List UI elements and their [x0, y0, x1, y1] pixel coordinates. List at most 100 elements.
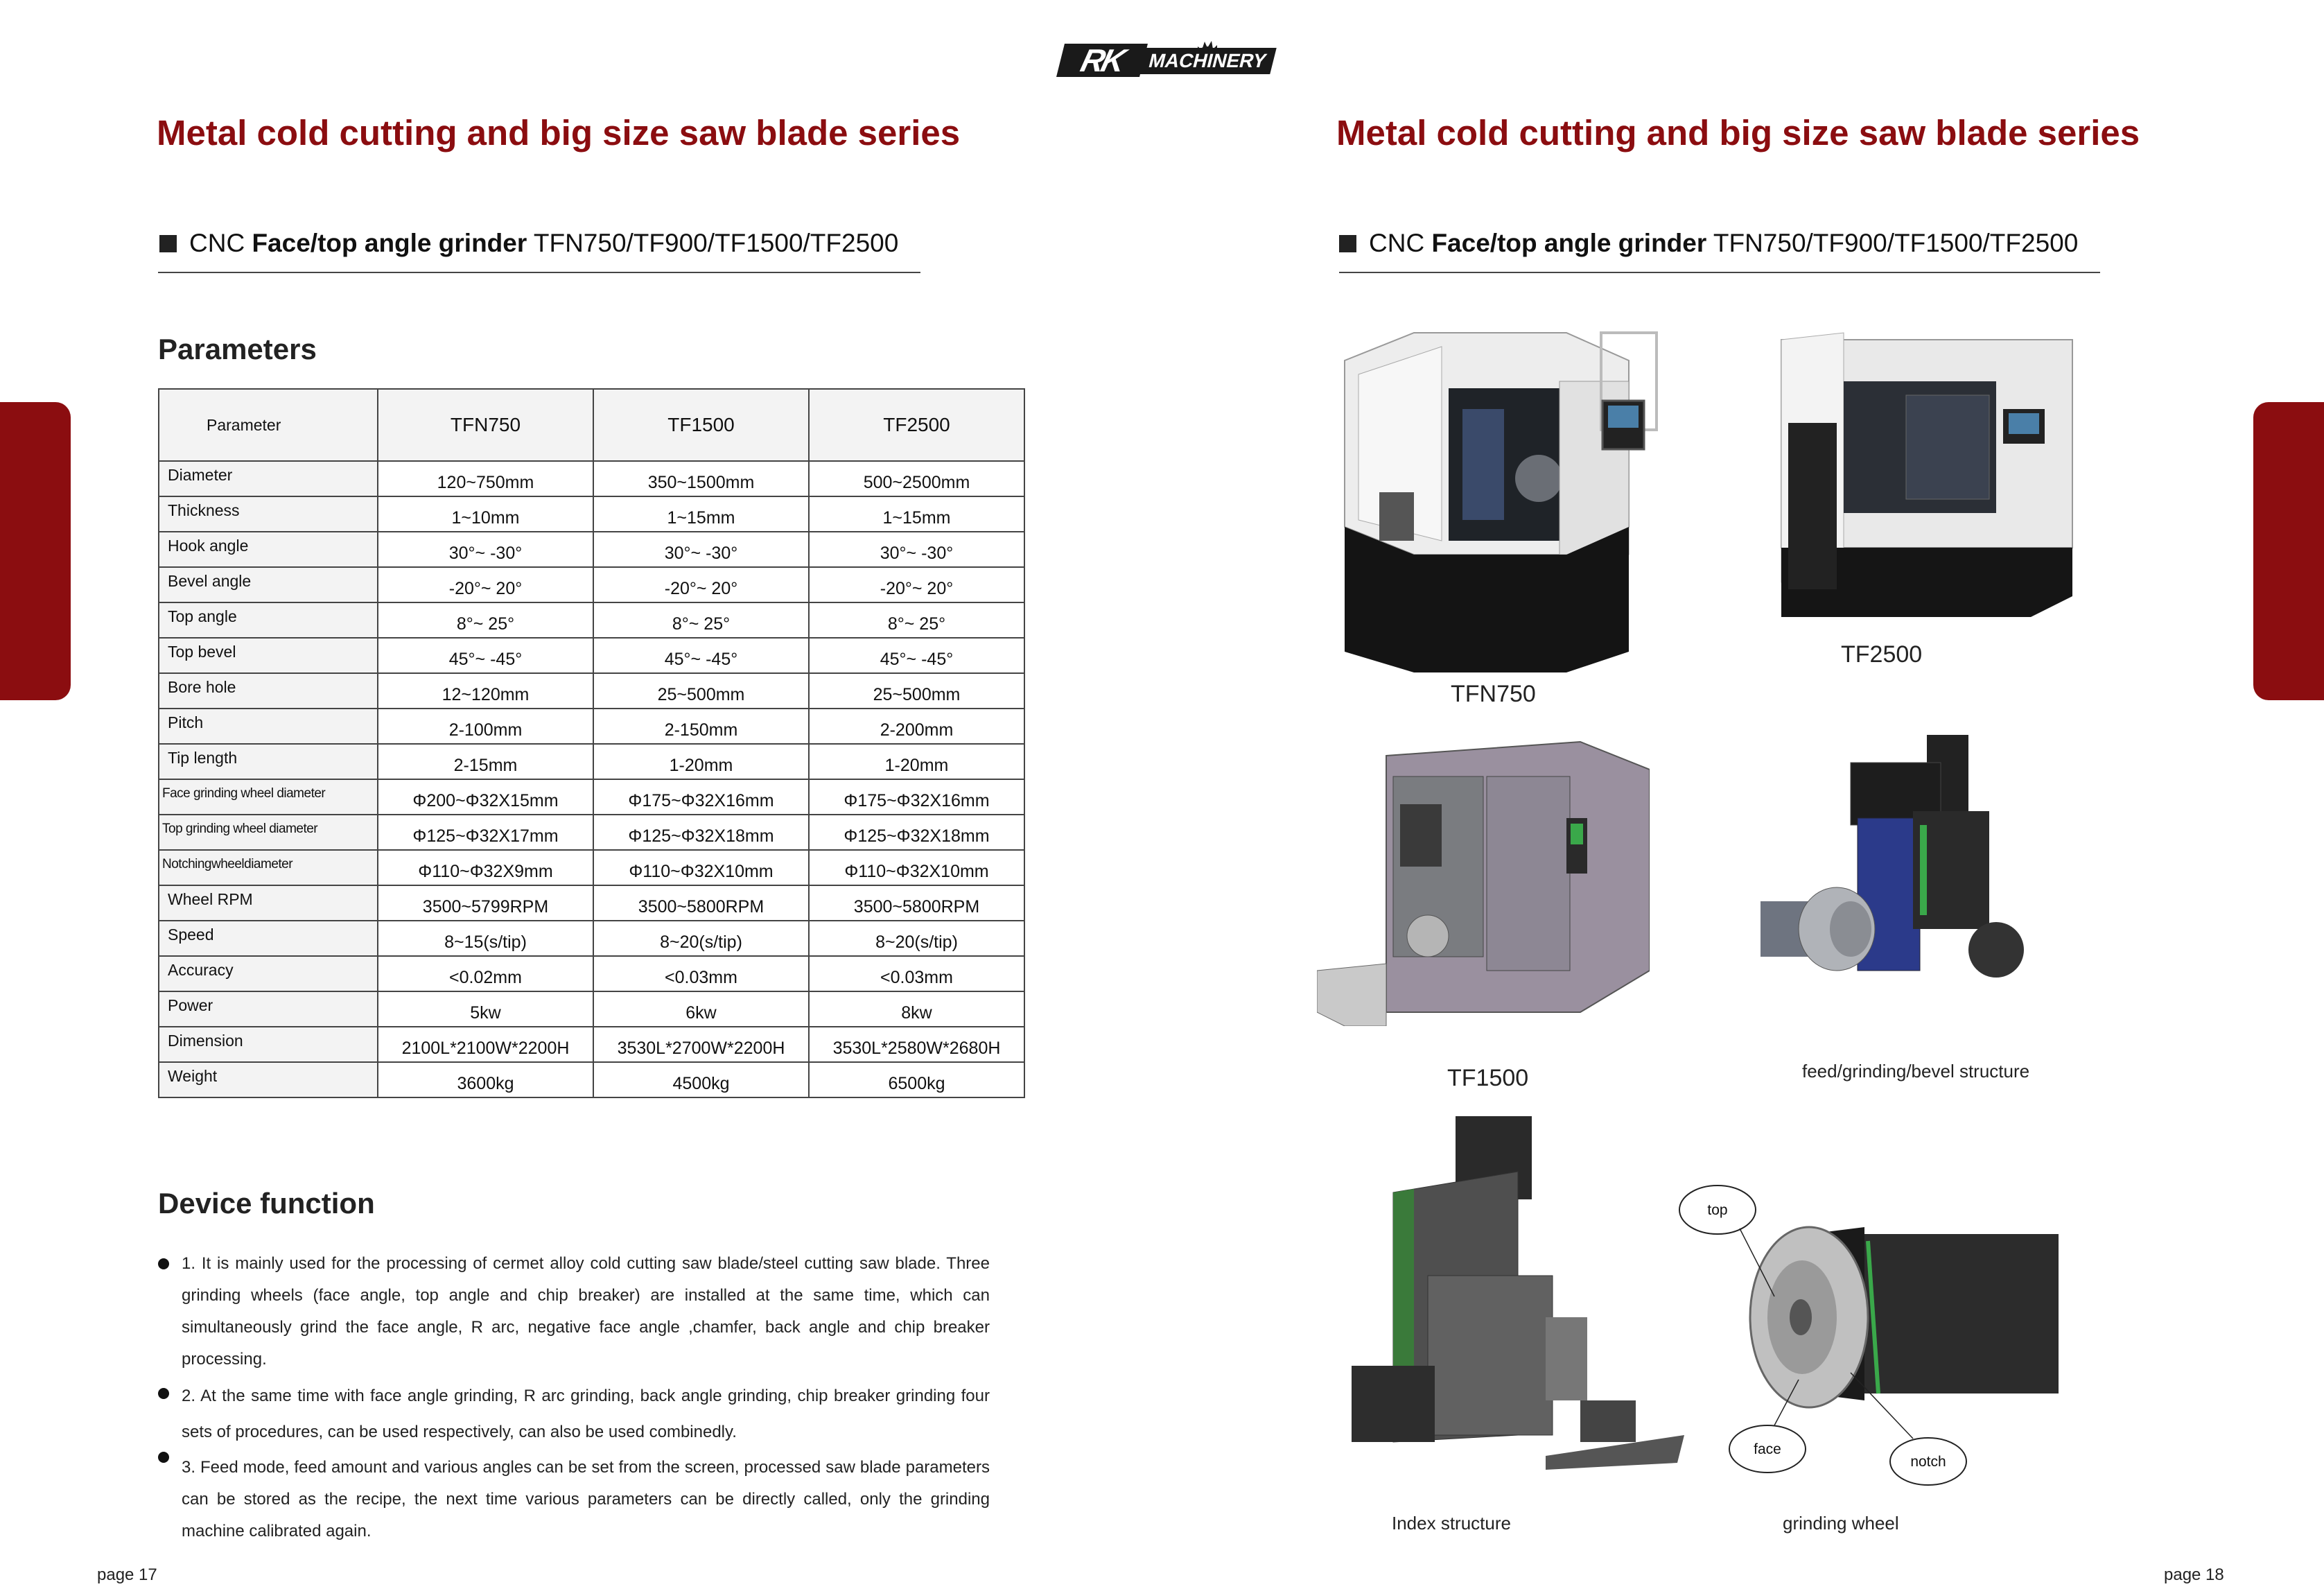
right-subheading-rule — [1339, 272, 2100, 273]
parameter-value-cell: Φ200~Φ32X15mm — [377, 779, 594, 815]
parameter-value-cell: 3530L*2580W*2680H — [808, 1026, 1025, 1063]
parameter-value-cell: 3530L*2700W*2200H — [593, 1026, 810, 1063]
parameter-name-cell: Notchingwheeldiameter — [158, 849, 378, 886]
parameter-value-cell: 3600kg — [377, 1061, 594, 1098]
tf1500-model-image — [1317, 740, 1650, 1026]
parameter-value-cell: 1~15mm — [808, 496, 1025, 532]
callout-notch: notch — [1910, 1454, 1946, 1470]
parameter-name-cell: Tip length — [158, 743, 378, 780]
parameter-value-cell: 8~20(s/tip) — [593, 920, 810, 957]
parameter-name-cell: Hook angle — [158, 531, 378, 568]
table-header-cell: TF2500 — [808, 388, 1025, 462]
caption-tf2500: TF2500 — [1841, 641, 1923, 668]
parameter-value-cell: 8kw — [808, 991, 1025, 1027]
caption-index-structure: Index structure — [1392, 1513, 1511, 1534]
feed-structure-image — [1761, 735, 2024, 978]
parameter-name-cell: Bevel angle — [158, 566, 378, 603]
table-row: Accuracy<0.02mm<0.03mm<0.03mm — [158, 955, 1025, 992]
caption-tfn750: TFN750 — [1451, 681, 1536, 707]
parameter-name-cell: Pitch — [158, 708, 378, 745]
parameter-name-cell: Bore hole — [158, 672, 378, 709]
parameter-name-cell: Weight — [158, 1061, 378, 1098]
parameter-value-cell: 8°~ 25° — [808, 602, 1025, 639]
parameter-value-cell: 8~15(s/tip) — [377, 920, 594, 957]
parameter-value-cell: 500~2500mm — [808, 460, 1025, 497]
function-item-2: 2. At the same time with face angle grin… — [182, 1387, 990, 1441]
parameter-name-cell: Top angle — [158, 602, 378, 639]
parameter-value-cell: -20°~ 20° — [593, 566, 810, 603]
parameter-name-cell: Accuracy — [158, 955, 378, 992]
table-header-cell: TF1500 — [593, 388, 810, 462]
parameter-value-cell: 8~20(s/tip) — [808, 920, 1025, 957]
parameter-value-cell: 1-20mm — [808, 743, 1025, 780]
table-header-cell: TFN750 — [377, 388, 594, 462]
left-subheading: CNC Face/top angle grinder TFN750/TF900/… — [159, 229, 898, 258]
left-subheading-rule — [158, 272, 920, 273]
parameter-value-cell: <0.02mm — [377, 955, 594, 992]
grinding-wheel-image: top face notch — [1679, 1185, 2059, 1486]
parameter-value-cell: Φ125~Φ32X17mm — [377, 814, 594, 851]
parameter-name-cell: Power — [158, 991, 378, 1027]
parameter-value-cell: 3500~5799RPM — [377, 885, 594, 921]
right-side-tab — [2253, 402, 2324, 700]
parameter-name-cell: Thickness — [158, 496, 378, 532]
index-structure-image — [1352, 1116, 1684, 1470]
parameter-name-cell: Top bevel — [158, 637, 378, 674]
logo-rk: RK — [1056, 42, 1148, 78]
parameter-value-cell: 25~500mm — [593, 672, 810, 709]
parameter-value-cell: Φ110~Φ32X10mm — [808, 849, 1025, 886]
brand-logo: RK MACHINERY — [1056, 31, 1277, 80]
bullet-icon — [158, 1258, 169, 1269]
table-row: Bevel angle-20°~ 20°-20°~ 20°-20°~ 20° — [158, 566, 1025, 603]
caption-grinding-wheel: grinding wheel — [1783, 1513, 1899, 1534]
parameter-value-cell: 30°~ -30° — [808, 531, 1025, 568]
parameter-value-cell: 45°~ -45° — [593, 637, 810, 674]
parameter-value-cell: 6500kg — [808, 1061, 1025, 1098]
parameter-value-cell: 1~10mm — [377, 496, 594, 532]
parameter-value-cell: Φ175~Φ32X16mm — [593, 779, 810, 815]
parameter-value-cell: 45°~ -45° — [808, 637, 1025, 674]
parameter-value-cell: 120~750mm — [377, 460, 594, 497]
parameter-value-cell: 12~120mm — [377, 672, 594, 709]
bullet-icon — [158, 1388, 169, 1399]
parameters-title: Parameters — [158, 333, 317, 365]
parameter-value-cell: 25~500mm — [808, 672, 1025, 709]
caption-tf1500: TF1500 — [1447, 1065, 1529, 1091]
tfn750-machine-image — [1344, 331, 1658, 672]
callout-face: face — [1754, 1441, 1781, 1457]
left-side-tab — [0, 402, 71, 700]
right-page-title: Metal cold cutting and big size saw blad… — [1336, 113, 2140, 153]
callout-top: top — [1707, 1202, 1727, 1218]
square-bullet-icon — [159, 235, 177, 252]
parameter-value-cell: 2-100mm — [377, 708, 594, 745]
right-subheading: CNC Face/top angle grinder TFN750/TF900/… — [1339, 229, 2078, 258]
parameter-value-cell: Φ175~Φ32X16mm — [808, 779, 1025, 815]
parameter-name-cell: Wheel RPM — [158, 885, 378, 921]
function-item-3: 3. Feed mode, feed amount and various an… — [182, 1458, 990, 1540]
parameter-value-cell: 4500kg — [593, 1061, 810, 1098]
table-header-cell: Parameter — [158, 388, 378, 462]
parameter-value-cell: -20°~ 20° — [808, 566, 1025, 603]
parameter-value-cell: 5kw — [377, 991, 594, 1027]
square-bullet-icon — [1339, 235, 1356, 252]
parameter-value-cell: 2-15mm — [377, 743, 594, 780]
parameter-value-cell: -20°~ 20° — [377, 566, 594, 603]
parameter-value-cell: Φ125~Φ32X18mm — [593, 814, 810, 851]
parameter-name-cell: Top grinding wheel diameter — [158, 814, 378, 851]
parameter-value-cell: Φ125~Φ32X18mm — [808, 814, 1025, 851]
parameter-value-cell: 3500~5800RPM — [593, 885, 810, 921]
